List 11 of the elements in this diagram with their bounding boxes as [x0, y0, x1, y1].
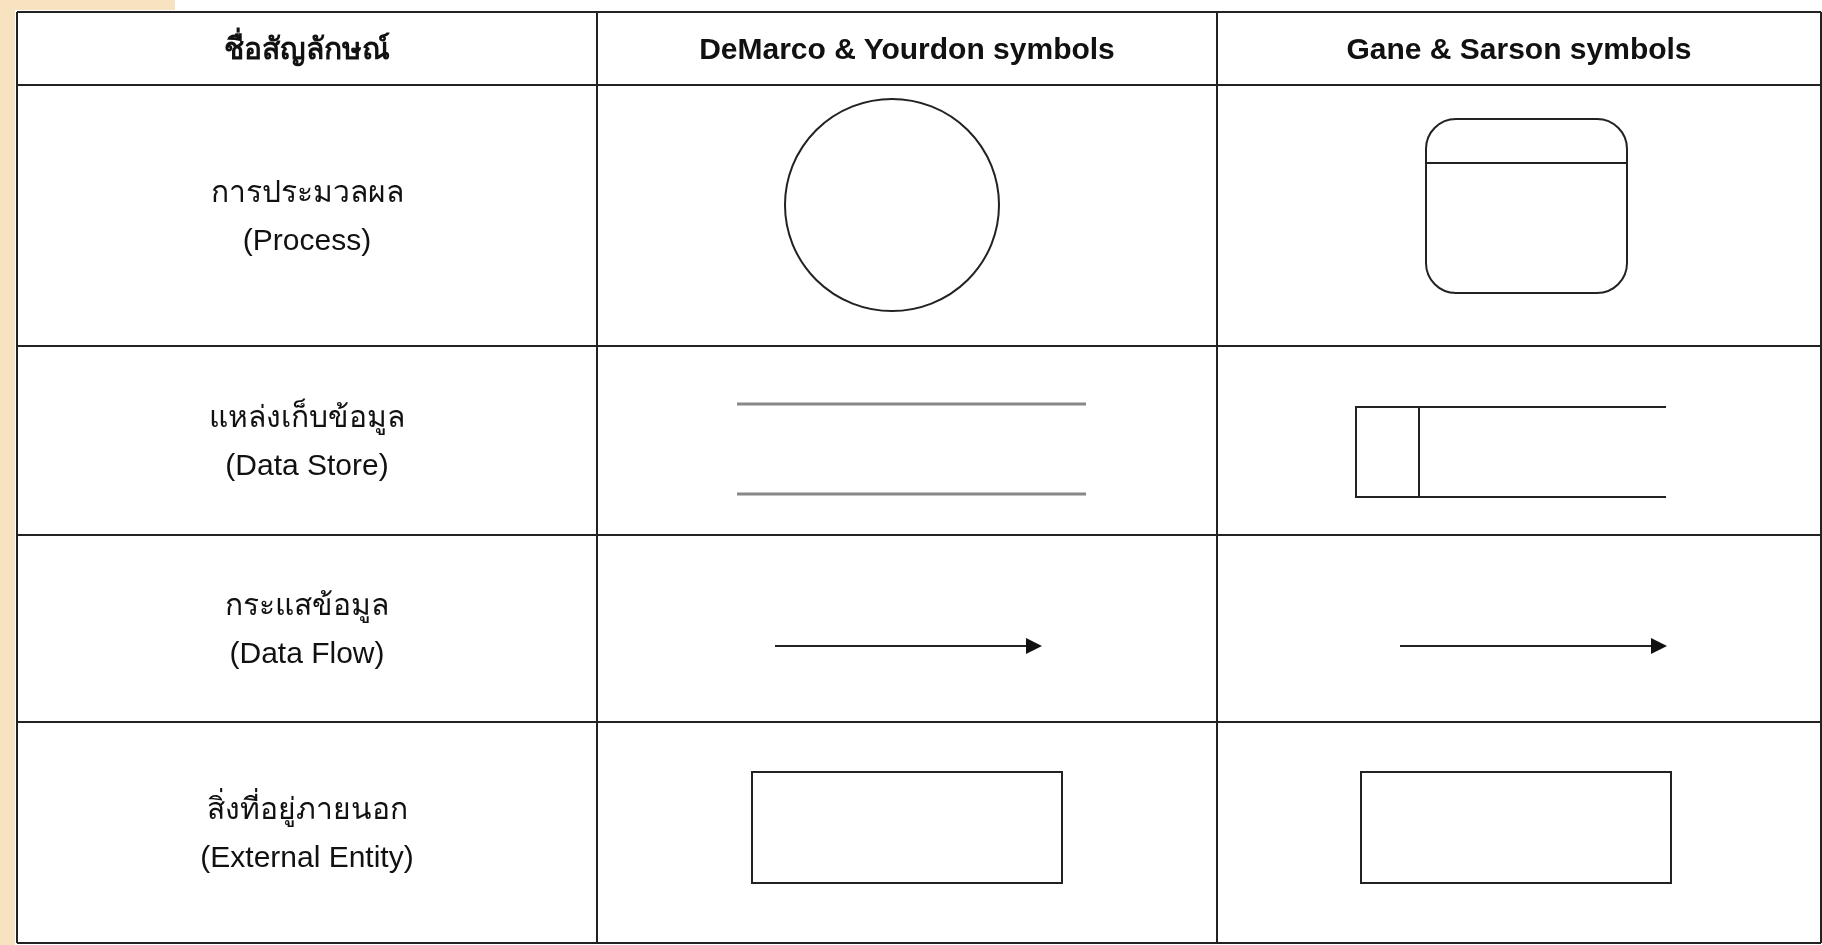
row-label: สิ่งที่อยู่ภายนอก (External Entity) [187, 784, 427, 881]
external-entity-box-symbol [751, 771, 1063, 884]
column-header: DeMarco & Yourdon symbols [699, 30, 1115, 67]
row-label: การประมวลผล (Process) [209, 173, 405, 258]
column-header: Gane & Sarson symbols [1346, 30, 1692, 67]
column-header: ชื่อสัญลักษณ์ [224, 24, 390, 73]
process-rounded-box-symbol [1425, 118, 1628, 294]
row-label: กระแสข้อมูล (Data Flow) [224, 586, 390, 671]
row-label: แหล่งเก็บข้อมูล (Data Store) [208, 397, 406, 483]
process-circle-symbol [784, 98, 1000, 312]
external-entity-box-symbol [1360, 771, 1672, 884]
